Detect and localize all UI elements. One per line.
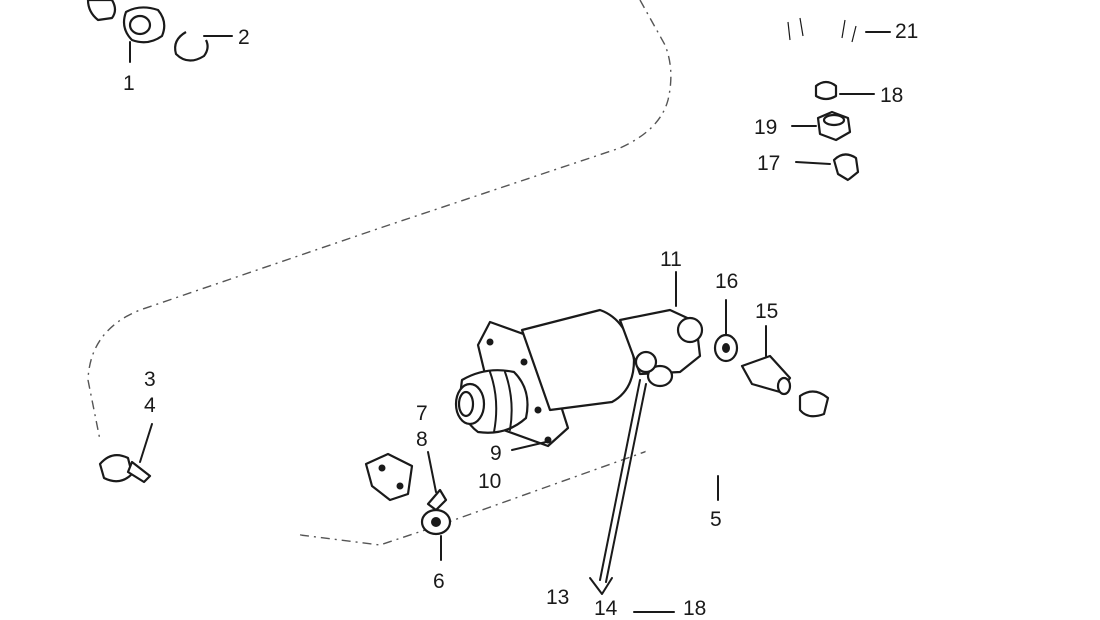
callout-7: 7 — [416, 402, 428, 425]
leader-9 — [511, 441, 547, 451]
routing-outline — [87, 0, 672, 441]
callout-16: 16 — [715, 270, 738, 293]
callout-14: 14 — [594, 597, 618, 615]
callout-9: 9 — [490, 442, 502, 465]
callout-18-bottom: 18 — [683, 597, 706, 615]
part-6-clamp — [420, 488, 452, 536]
callout-18-top: 18 — [880, 84, 903, 107]
part-21-bent-hose — [774, 5, 868, 43]
lower-left-hose — [127, 510, 305, 592]
part-19-nut — [816, 110, 852, 142]
part-2-clip — [174, 31, 209, 62]
callout-3: 3 — [144, 368, 156, 391]
callout-8: 8 — [416, 428, 428, 451]
part-1-coupler — [86, 0, 166, 44]
part-11-master-cylinder — [454, 308, 704, 448]
callout-10: 10 — [478, 470, 501, 493]
leader-3-4 — [139, 423, 153, 463]
callout-2: 2 — [238, 26, 250, 49]
part-bracket — [364, 452, 414, 502]
part-16-washer — [713, 333, 739, 363]
callout-17: 17 — [757, 152, 780, 175]
callout-5: 5 — [710, 508, 722, 531]
part-3-clip — [98, 453, 152, 484]
pipe-to-13 — [589, 379, 647, 595]
callout-6: 6 — [433, 570, 445, 593]
callout-4: 4 — [144, 394, 156, 417]
leader-7-8 — [427, 451, 437, 493]
part-15-connector — [740, 354, 792, 396]
callout-21: 21 — [895, 20, 918, 43]
routing-outline-lower — [299, 449, 651, 546]
part-17-fitting — [832, 153, 860, 182]
callout-11: 11 — [660, 248, 682, 271]
callout-13: 13 — [546, 586, 569, 609]
reservoir-hose — [834, 179, 916, 618]
callout-1: 1 — [123, 72, 135, 95]
callout-19: 19 — [754, 116, 777, 139]
part-5-feed-hose — [645, 390, 884, 481]
callout-15: 15 — [755, 300, 778, 323]
part-18-cap — [814, 80, 838, 101]
leader-17 — [795, 161, 831, 165]
